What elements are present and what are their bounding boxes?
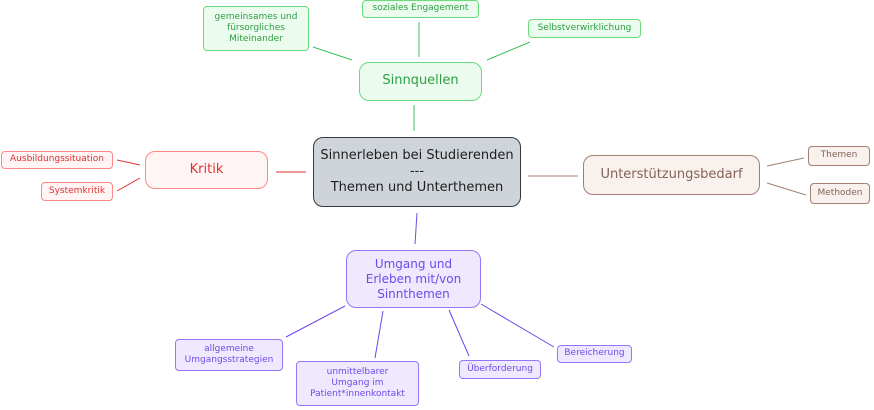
node-bereicherung[interactable]: Bereicherung	[557, 345, 632, 363]
node-umgang-erleben[interactable]: Umgang und Erleben mit/von Sinnthemen	[346, 250, 481, 308]
connector	[414, 212, 418, 245]
connector	[480, 303, 555, 348]
connector	[448, 309, 470, 357]
node-sinnquellen[interactable]: Sinnquellen	[359, 62, 482, 101]
node-gemeinsames-miteinander[interactable]: gemeinsames und fürsorgliches Miteinande…	[203, 6, 309, 51]
connector	[486, 41, 531, 61]
connector	[766, 157, 805, 167]
node-kritik[interactable]: Kritik	[145, 151, 268, 189]
central-topic[interactable]: Sinnerleben bei Studierenden --- Themen …	[313, 137, 521, 207]
connector	[766, 182, 807, 196]
node-methoden[interactable]: Methoden	[810, 183, 870, 204]
connector	[285, 305, 346, 338]
connector	[116, 159, 141, 166]
node-ueberforderung[interactable]: Überforderung	[459, 360, 541, 379]
node-unterstuetzungsbedarf[interactable]: Unterstützungsbedarf	[583, 155, 760, 195]
node-soziales-engagement[interactable]: soziales Engagement	[362, 0, 479, 18]
node-allgemeine-umgangsstrategien[interactable]: allgemeine Umgangsstrategien	[175, 339, 283, 371]
connector	[312, 46, 353, 61]
node-selbstverwirklichung[interactable]: Selbstverwirklichung	[528, 19, 641, 38]
node-themen[interactable]: Themen	[808, 146, 870, 166]
node-ausbildungssituation[interactable]: Ausbildungssituation	[1, 151, 113, 169]
node-unmittelbarer-umgang[interactable]: unmittelbarer Umgang im Patient*innenkon…	[296, 361, 419, 406]
node-systemkritik[interactable]: Systemkritik	[41, 182, 113, 201]
connector	[374, 310, 384, 359]
connector	[116, 177, 141, 192]
